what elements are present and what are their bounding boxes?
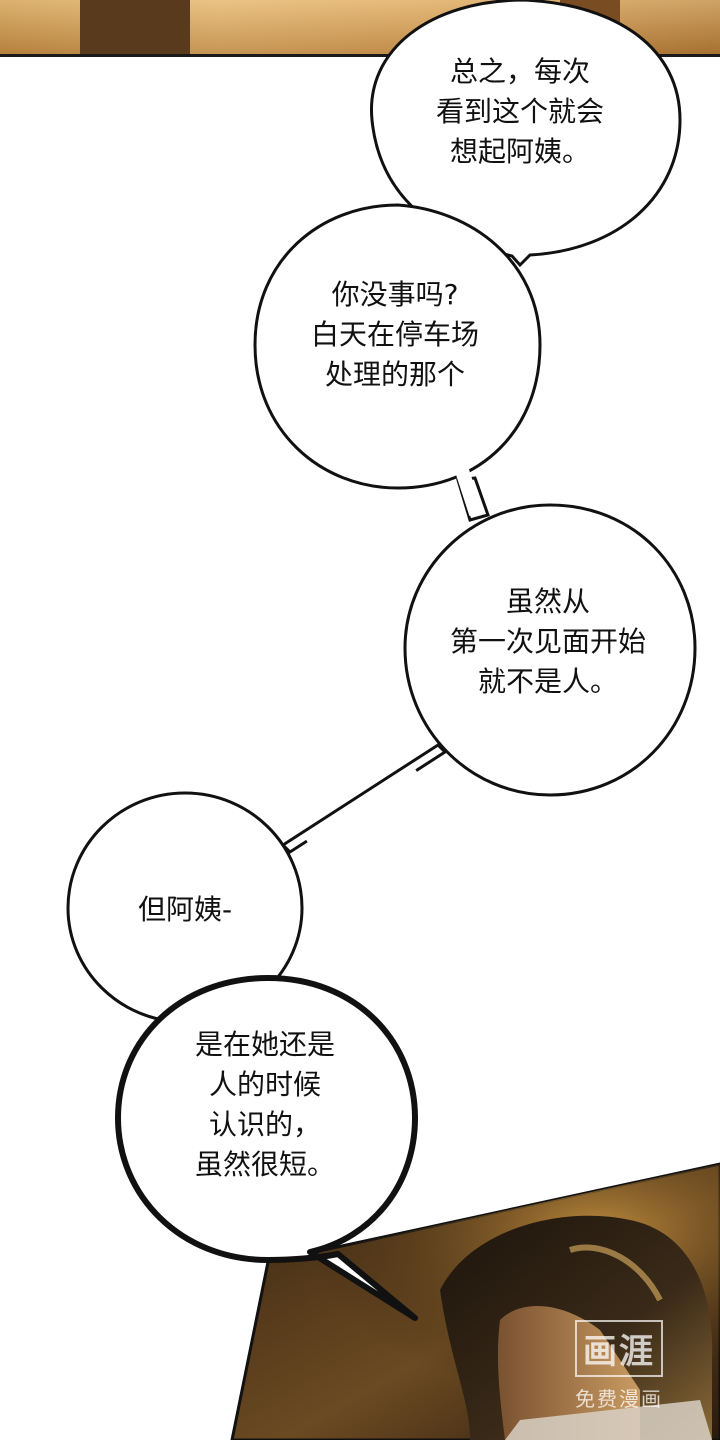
- bubble-5-shape: [115, 975, 418, 1321]
- bubble-1-text: 总之，每次 看到这个就会 想起阿姨。: [435, 55, 604, 168]
- top-panel-figure: [80, 0, 190, 54]
- watermark-logo: 画涯: [575, 1320, 663, 1377]
- bubble-3-text: 虽然从 第一次见面开始 就不是人。: [449, 585, 646, 698]
- watermark-caption: 免费漫画: [575, 1387, 663, 1411]
- watermark: 画涯 免费漫画: [554, 1320, 684, 1412]
- bubble-3-shape: [403, 503, 697, 797]
- bubble-1-shape: [370, 0, 682, 268]
- bubble-2-text: 你没事吗? 白天在停车场 处理的那个: [310, 278, 479, 391]
- bubble-5-text: 是在她还是 人的时候 认识的， 虽然很短。: [194, 1028, 335, 1181]
- bubble-4-text: 但阿姨-: [137, 893, 233, 926]
- bubble-2-shape: [253, 203, 542, 490]
